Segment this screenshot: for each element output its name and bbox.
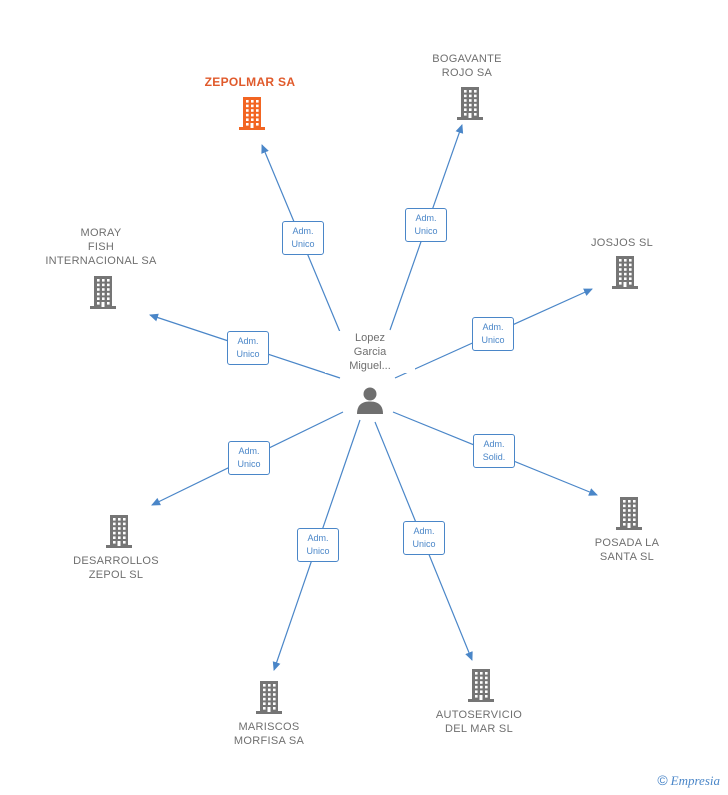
role-badge-autoservicio[interactable]: Adm. Unico [403,521,445,555]
building-icon-bogavante[interactable] [456,86,484,120]
company-name-autoservicio[interactable]: AUTOSERVICIO DEL MAR SL [409,708,549,736]
company-name-bogavante[interactable]: BOGAVANTE ROJO SA [397,52,537,80]
company-label: MARISCOS MORFISA SA [233,721,305,747]
role-badge-bogavante[interactable]: Adm. Unico [405,208,447,242]
building-icon-autoservicio[interactable] [467,668,495,702]
company-name-desarrollos[interactable]: DESARROLLOS ZEPOL SL [46,554,186,582]
person-name[interactable]: Lopez Garcia Miguel... [325,331,415,373]
company-name-posada[interactable]: POSADA LA SANTA SL [557,536,697,564]
role-badge-desarrollos[interactable]: Adm. Unico [228,441,270,475]
building-icon-zepolmar[interactable] [238,96,266,130]
company-label: POSADA LA SANTA SL [594,537,660,563]
company-label: AUTOSERVICIO DEL MAR SL [435,709,523,735]
role-badge-zepolmar[interactable]: Adm. Unico [282,221,324,255]
company-name-moray[interactable]: MORAY FISH INTERNACIONAL SA [31,226,171,268]
company-label: BOGAVANTE ROJO SA [432,53,502,79]
building-icon-desarrollos[interactable] [105,514,133,548]
building-icon-josjos[interactable] [611,255,639,289]
building-icon-moray[interactable] [89,275,117,309]
company-name-mariscos[interactable]: MARISCOS MORFISA SA [199,720,339,748]
person-icon[interactable] [355,385,385,415]
footer-brand[interactable]: ©Empresia [657,772,720,789]
company-name-josjos[interactable]: JOSJOS SL [552,236,692,250]
building-icon-posada[interactable] [615,496,643,530]
role-badge-moray[interactable]: Adm. Unico [227,331,269,365]
role-badge-josjos[interactable]: Adm. Unico [472,317,514,351]
company-label: DESARROLLOS ZEPOL SL [73,555,159,581]
copyright-icon: © [657,772,668,788]
building-icon-mariscos[interactable] [255,680,283,714]
role-badge-posada[interactable]: Adm. Solid. [473,434,515,468]
company-name-zepolmar[interactable]: ZEPOLMAR SA [180,75,320,89]
role-badge-mariscos[interactable]: Adm. Unico [297,528,339,562]
company-label: MORAY FISH INTERNACIONAL SA [45,227,157,267]
company-label: JOSJOS SL [591,237,653,249]
brand-name: Empresia [670,773,720,788]
company-label: ZEPOLMAR SA [204,75,296,89]
